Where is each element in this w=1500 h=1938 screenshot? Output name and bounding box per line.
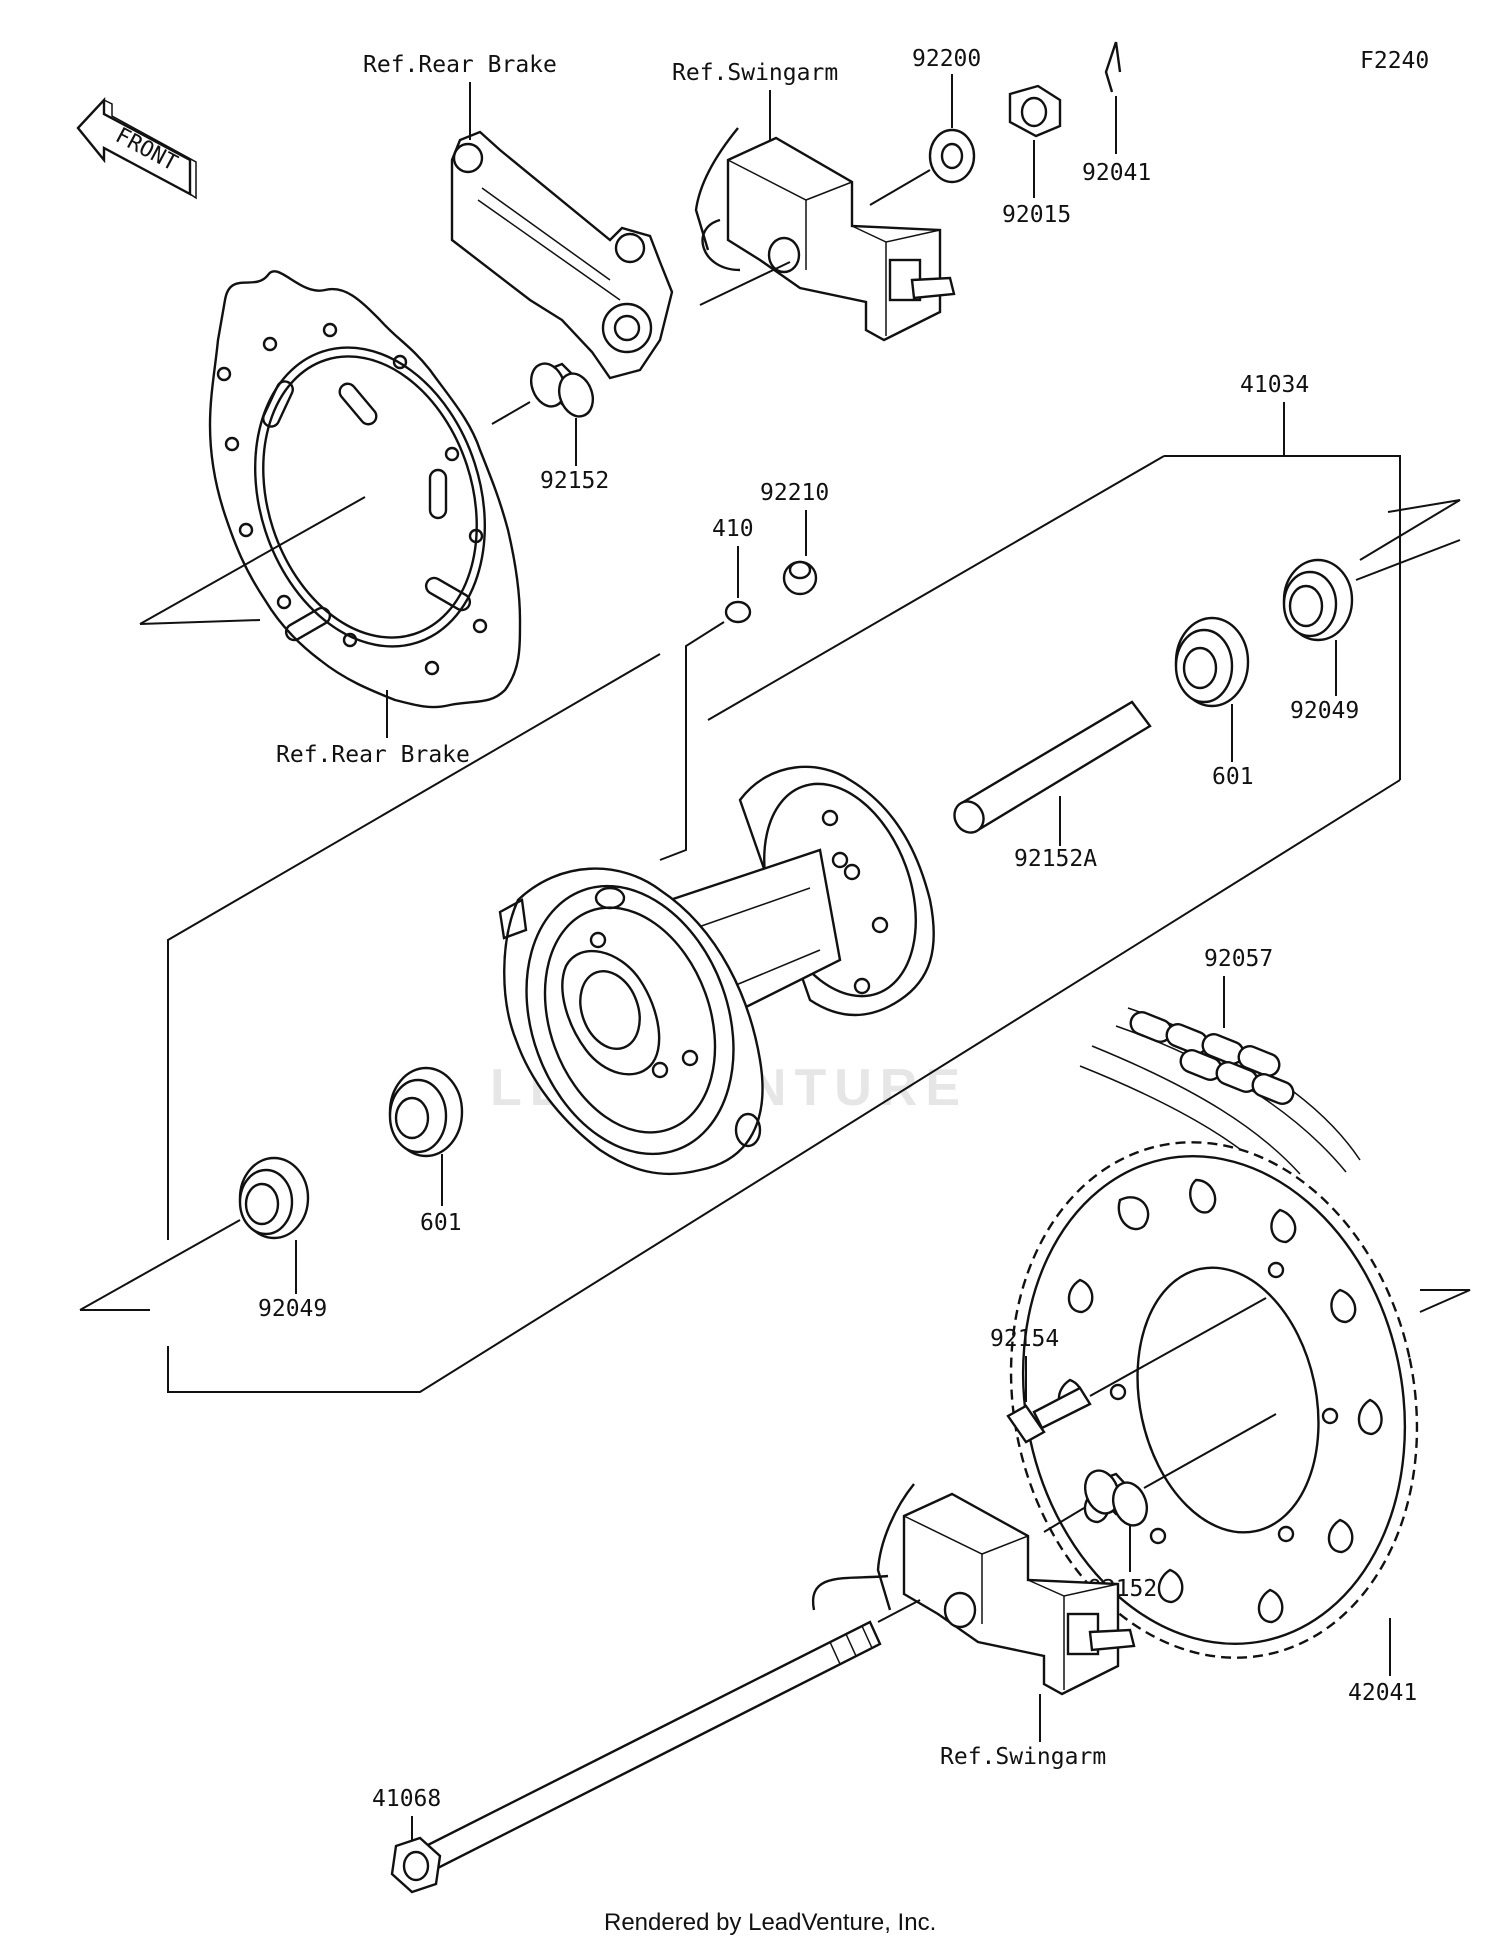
bearing-601-left: [388, 1066, 464, 1158]
part-41068-label: 41068: [372, 1786, 441, 1812]
part-92049-left-label: 92049: [258, 1296, 327, 1322]
collar-92152-top: [529, 362, 595, 418]
part-92210-label: 92210: [760, 480, 829, 506]
swingarm-end-bottom: [811, 1483, 1136, 1696]
part-92152A-label: 92152A: [1014, 846, 1097, 872]
rear-wheel-hub: [498, 765, 935, 1176]
part-92154-label: 92154: [990, 1326, 1059, 1352]
rear-brake-disc: [208, 270, 522, 709]
part-601-right-label: 601: [1212, 764, 1254, 790]
part-41034-label: 41034: [1240, 372, 1309, 398]
part-92041-label: 92041: [1082, 160, 1151, 186]
footer-credit: Rendered by LeadVenture, Inc.: [604, 1909, 936, 1936]
oil-seal-92049-right: [1282, 558, 1354, 642]
drive-chain-92057: [1079, 1007, 1361, 1191]
rear-axle-41068: [390, 1620, 882, 1894]
sprocket-bolt-92154: [1006, 1386, 1092, 1444]
ref-rear-brake-disc-label: Ref.Rear Brake: [276, 742, 470, 768]
rear-brake-caliper-bracket: [450, 130, 674, 380]
part-92057-label: 92057: [1204, 946, 1273, 972]
oil-seal-92049-left: [238, 1156, 310, 1240]
rear-sprocket-42041: [1009, 1141, 1419, 1659]
swingarm-end-top: [694, 127, 956, 342]
part-42041-label: 42041: [1348, 1680, 1417, 1706]
part-410-label: 410: [712, 516, 754, 542]
bearing-601-right: [1174, 616, 1250, 708]
ref-swingarm-bottom-label: Ref.Swingarm: [940, 1744, 1106, 1770]
part-92049-right-label: 92049: [1290, 698, 1359, 724]
part-92200-label: 92200: [912, 46, 981, 72]
flange-nut-92210: [782, 560, 818, 596]
distance-collar-92152A: [953, 700, 1152, 834]
part-92015-label: 92015: [1002, 202, 1071, 228]
castle-nut-92015: [1008, 84, 1062, 138]
diagram-code: F2240: [1360, 48, 1429, 74]
collar-92152-bottom: [1083, 1469, 1149, 1527]
washer-410: [724, 600, 752, 624]
front-direction-arrow-icon: FRONT: [76, 96, 197, 200]
part-601-left-label: 601: [420, 1210, 462, 1236]
ref-swingarm-top-label: Ref.Swingarm: [672, 60, 838, 86]
cotter-pin-92041: [1104, 41, 1122, 93]
part-92152-top-label: 92152: [540, 468, 609, 494]
ref-rear-brake-top-label: Ref.Rear Brake: [363, 52, 557, 78]
